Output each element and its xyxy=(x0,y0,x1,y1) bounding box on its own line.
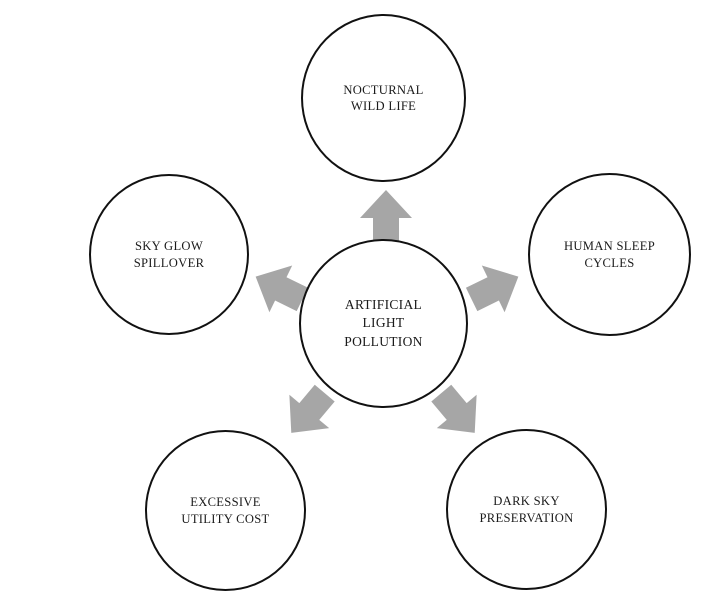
arrow-to-nocturnal-wild-life-icon xyxy=(360,190,412,242)
satellite-node-label-human-sleep-cycles: HUMAN SLEEP CYCLES xyxy=(563,239,656,270)
satellite-node-label-excessive-utility-cost: EXCESSIVE UTILITY COST xyxy=(181,495,270,526)
satellite-node-nocturnal-wild-life[interactable]: NOCTURNAL WILD LIFE xyxy=(301,14,466,182)
center-node-label: ARTIFICIAL LIGHT POLLUTION xyxy=(344,297,423,349)
satellite-node-label-sky-glow-spillover: SKY GLOW SPILLOVER xyxy=(133,239,205,270)
satellite-node-dark-sky-preservation[interactable]: DARK SKY PRESERVATION xyxy=(446,429,607,590)
satellite-node-excessive-utility-cost[interactable]: EXCESSIVE UTILITY COST xyxy=(145,430,306,591)
satellite-node-sky-glow-spillover[interactable]: SKY GLOW SPILLOVER xyxy=(89,174,249,335)
satellite-node-label-dark-sky-preservation: DARK SKY PRESERVATION xyxy=(479,494,574,525)
satellite-node-label-nocturnal-wild-life: NOCTURNAL WILD LIFE xyxy=(343,82,424,113)
center-node-artificial-light-pollution[interactable]: ARTIFICIAL LIGHT POLLUTION xyxy=(299,239,468,408)
arrow-to-human-sleep-cycles-icon xyxy=(460,253,530,323)
satellite-node-human-sleep-cycles[interactable]: HUMAN SLEEP CYCLES xyxy=(528,173,691,336)
